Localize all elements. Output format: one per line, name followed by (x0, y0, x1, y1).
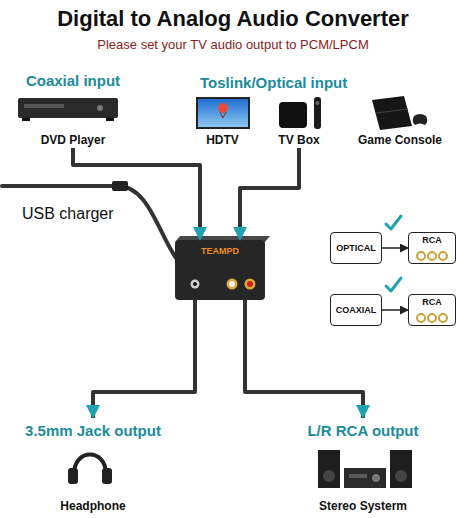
cable-connector (240, 148, 299, 240)
node-label: TV Box (278, 134, 319, 148)
node-label: RCA (422, 297, 442, 307)
converter-front (175, 240, 265, 300)
hdtv-icon (196, 97, 250, 129)
dvd-button (97, 105, 103, 111)
rca-dot (439, 314, 447, 322)
balloon-basket (220, 112, 226, 118)
speaker-cone (323, 470, 335, 482)
source-device: HDTV (185, 94, 260, 148)
receiver (344, 468, 386, 488)
cable-connector (73, 148, 200, 240)
rca-dot (417, 252, 425, 260)
receiver-knob (372, 474, 380, 482)
source-device: Game Console (345, 94, 455, 148)
check-mark (386, 216, 401, 229)
receiver-display (349, 474, 367, 478)
rca-white (229, 281, 235, 287)
conversion-arrow (382, 309, 408, 311)
cable-label: USB charger (22, 205, 114, 223)
node-heading: Coaxial input (26, 72, 120, 89)
node-label: TEAMPD (201, 246, 239, 256)
output-device: 3.5mm Jack outputHeadphone (8, 418, 178, 514)
dvd-foot (22, 118, 30, 121)
remote-button (316, 101, 320, 105)
node-label: COAXIAL (336, 305, 377, 315)
tv-box-body (279, 102, 307, 128)
speaker-cone (395, 470, 407, 482)
node-heading: L/R RCA output (307, 422, 418, 439)
headphone-icon (68, 455, 112, 485)
headband (74, 455, 106, 475)
node-label: Game Console (358, 134, 442, 148)
node-label: Stereo Systerm (319, 500, 407, 514)
section-heading: Toslink/Optical input (200, 74, 347, 91)
ear-cup (68, 468, 78, 484)
source-device: TV Box (265, 94, 333, 148)
output-device: L/R RCA outputStereo Systerm (268, 418, 458, 514)
converter-device (175, 236, 270, 300)
ear-cup (102, 468, 112, 484)
converter-box: TEAMPD (175, 240, 265, 300)
tv-box-icon (279, 97, 321, 129)
game-console-icon (372, 96, 427, 130)
dvd-foot (106, 118, 114, 121)
usb-wire (2, 186, 176, 258)
jack-hole (193, 282, 197, 286)
rca-jack-right (245, 279, 256, 290)
remote (314, 97, 321, 129)
conversion-arrow (382, 247, 408, 249)
tv-screen (198, 99, 248, 127)
usb-plug (112, 181, 128, 191)
node-heading: 3.5mm Jack output (25, 422, 161, 439)
speaker (390, 450, 412, 488)
signal-box: RCA (408, 294, 456, 326)
controller (413, 114, 428, 125)
stereo-system-icon (318, 450, 412, 488)
dvd-tray (24, 104, 64, 108)
node-label: RCA (422, 235, 442, 245)
console-body (372, 96, 412, 130)
rca-red (247, 281, 253, 287)
signal-box: RCA (408, 232, 456, 264)
signal-box: COAXIAL (330, 294, 382, 326)
title: Digital to Analog Audio Converter (0, 6, 466, 31)
rca-dot (428, 314, 436, 322)
source-device: Coaxial inputDVD Player (8, 72, 138, 148)
node-label: OPTICAL (336, 243, 376, 253)
cable-connector (245, 300, 363, 418)
console-stripe (376, 109, 408, 113)
rca-dot (428, 252, 436, 260)
node-label: Headphone (60, 500, 125, 514)
jack-35mm (191, 280, 200, 289)
check-marks (386, 216, 401, 291)
rca-symbols (417, 252, 447, 322)
tv-frame (196, 97, 250, 129)
signal-box: OPTICAL (330, 232, 382, 264)
check-mark (386, 278, 401, 291)
rca-dot (439, 252, 447, 260)
instruction-note: Please set your TV audio output to PCM/L… (0, 38, 466, 53)
node-label: HDTV (206, 134, 239, 148)
rca-jack-left (227, 279, 238, 290)
cable-connector (93, 300, 195, 418)
node-label: DVD Player (41, 134, 106, 148)
rca-dot (417, 314, 425, 322)
dvd-player-icon (18, 98, 118, 121)
dvd-body (18, 98, 118, 118)
speaker (318, 450, 340, 488)
usb-cable (2, 181, 176, 258)
balloon (218, 103, 228, 113)
